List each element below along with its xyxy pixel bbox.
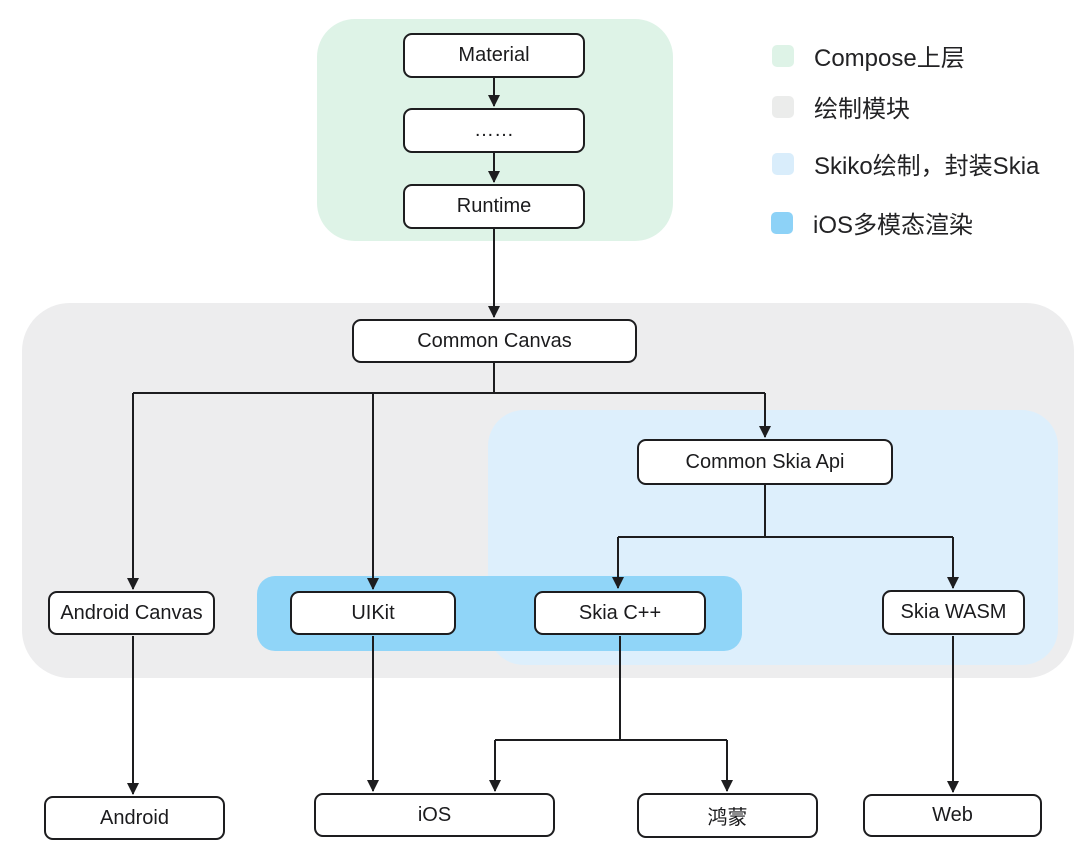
node-skia-cpp: Skia C++ <box>534 591 706 635</box>
legend-item-skiko: Skiko绘制，封装Skia <box>772 146 1039 181</box>
node-skia-wasm: Skia WASM <box>882 590 1025 635</box>
legend-swatch-compose-upper <box>772 44 794 67</box>
node-common-canvas: Common Canvas <box>352 319 637 363</box>
node-android-canvas: Android Canvas <box>48 591 215 635</box>
legend-label: iOS多模态渲染 <box>813 212 974 239</box>
node-web: Web <box>863 794 1042 837</box>
node-material: Material <box>403 33 585 78</box>
node-runtime: Runtime <box>403 184 585 229</box>
node-harmony: 鸿蒙 <box>637 793 818 838</box>
node-common-skia-api: Common Skia Api <box>637 439 893 485</box>
node-android: Android <box>44 796 225 840</box>
legend-swatch-skiko <box>772 152 794 175</box>
legend-swatch-draw-module <box>772 95 794 118</box>
legend-label: 绘制模块 <box>814 96 910 123</box>
node-ellipsis: …… <box>403 108 585 153</box>
legend-item-ios-multimodal: iOS多模态渲染 <box>771 205 973 240</box>
legend-item-draw-module: 绘制模块 <box>772 89 910 124</box>
legend-label: Skiko绘制，封装Skia <box>814 153 1040 180</box>
legend-swatch-ios-multimodal <box>771 211 793 234</box>
node-uikit: UIKit <box>290 591 456 635</box>
legend-item-compose-upper: Compose上层 <box>772 38 965 73</box>
node-ios: iOS <box>314 793 555 837</box>
legend-label: Compose上层 <box>814 45 965 72</box>
